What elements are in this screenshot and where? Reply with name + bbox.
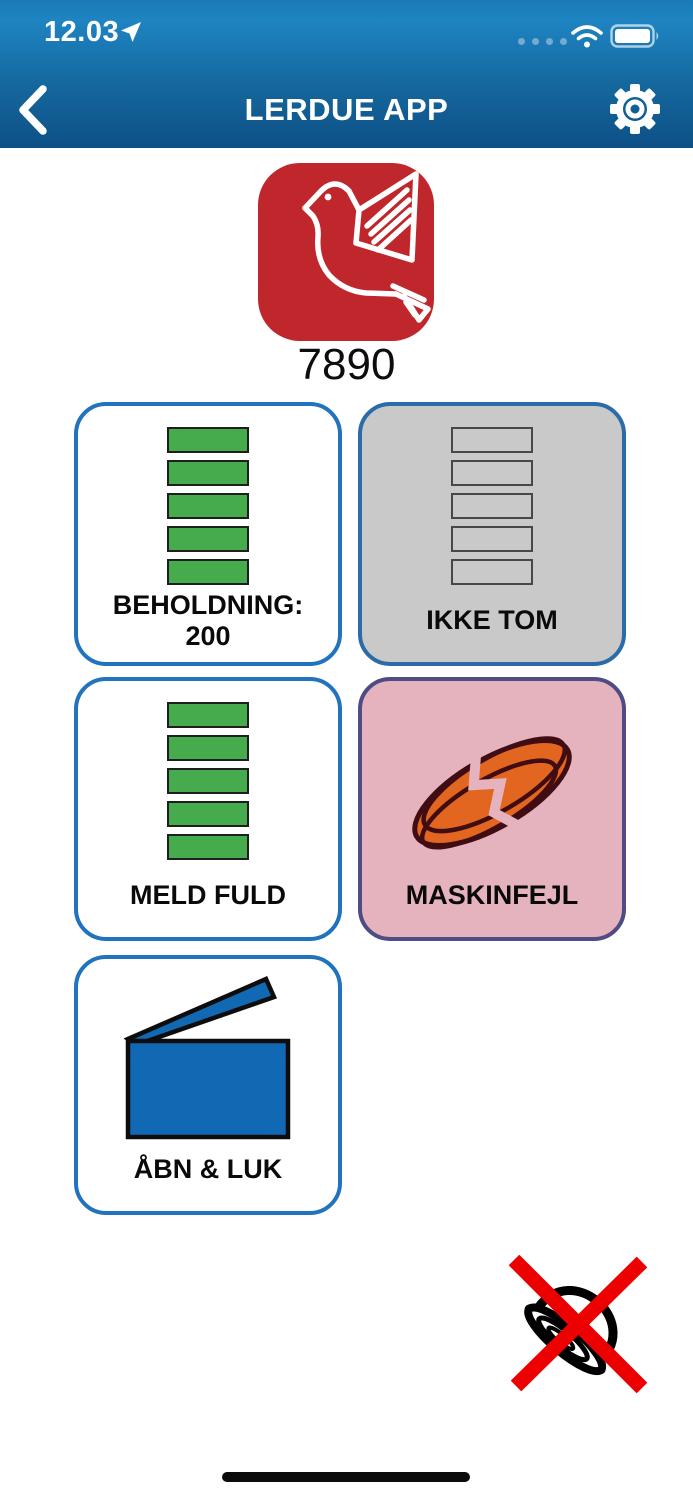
dove-icon [258, 171, 434, 345]
ikke-tom-button[interactable]: IKKE TOM [358, 402, 626, 666]
page-title: LERDUE APP [244, 92, 449, 127]
settings-button[interactable] [606, 78, 666, 140]
home-indicator[interactable] [222, 1472, 470, 1482]
settings-gear-icon [606, 84, 664, 142]
back-button[interactable] [16, 84, 60, 138]
status-time: 12.03 [44, 16, 120, 48]
empty-bars-icon [451, 427, 533, 585]
header: 12.03 LERDUE APP [0, 0, 693, 148]
machine-number: 7890 [297, 340, 396, 389]
machine-logo-tile [258, 163, 434, 341]
open-box-icon [98, 975, 318, 1150]
beholdning-card[interactable]: BEHOLDNING: 200 [74, 402, 342, 666]
meld-fuld-button[interactable]: MELD FULD [74, 677, 342, 941]
aabn-luk-button[interactable]: ÅBN & LUK [74, 955, 342, 1215]
location-arrow-icon [120, 21, 142, 48]
back-chevron-icon [16, 85, 50, 140]
battery-icon [610, 24, 662, 53]
maskinfejl-label: MASKINFEJL [405, 880, 579, 910]
muted-bell-icon [492, 1254, 664, 1414]
maskinfejl-button[interactable]: MASKINFEJL [358, 677, 626, 941]
mute-toggle[interactable] [492, 1238, 664, 1410]
cellular-dots-icon [518, 38, 567, 45]
broken-clay-target-icon [387, 711, 597, 886]
inventory-bars-icon [167, 427, 249, 585]
wifi-icon [570, 24, 604, 55]
inventory-bars-icon [167, 702, 249, 860]
beholdning-count: 200 [185, 621, 231, 651]
ikke-tom-label: IKKE TOM [426, 605, 558, 635]
meld-fuld-label: MELD FULD [130, 880, 286, 910]
aabn-luk-label: ÅBN & LUK [133, 1154, 283, 1184]
beholdning-label-text: BEHOLDNING: [112, 590, 304, 620]
beholdning-label: BEHOLDNING: 200 [78, 590, 338, 652]
